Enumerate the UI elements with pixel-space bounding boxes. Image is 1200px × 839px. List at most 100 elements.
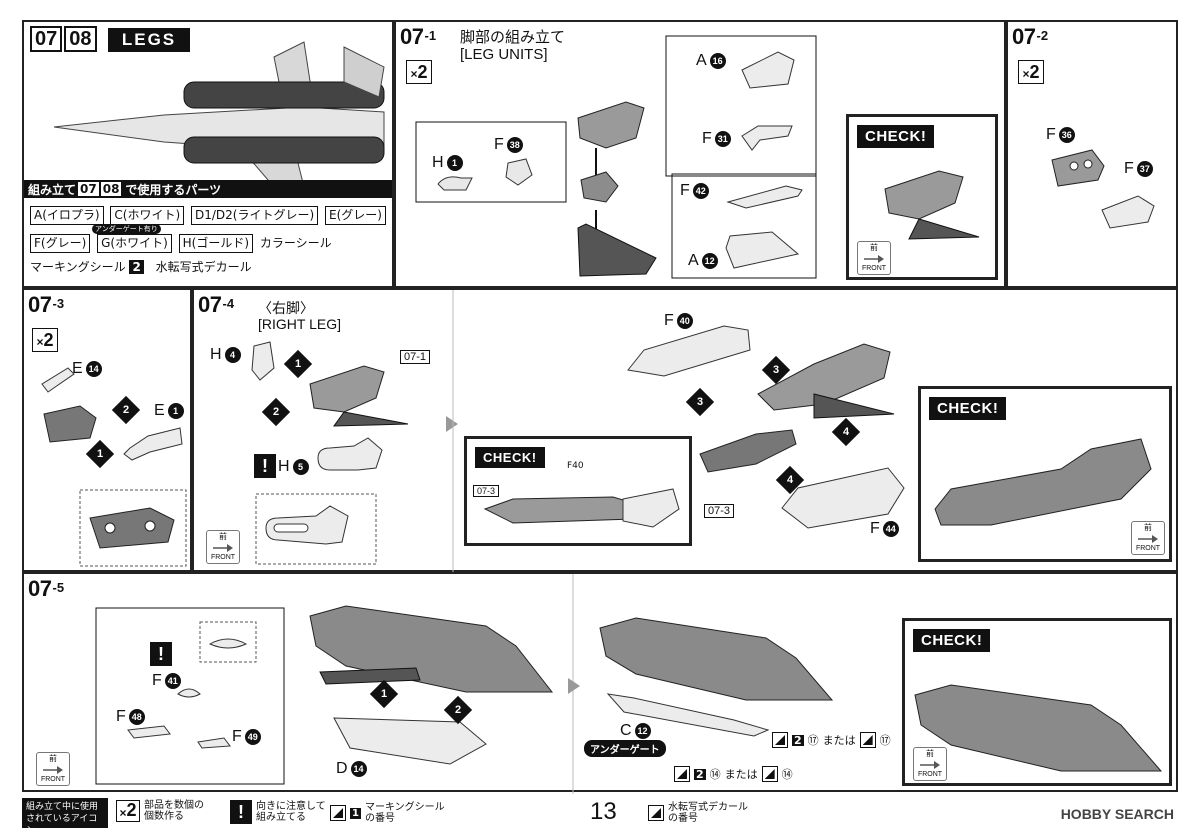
part-f44-shape: [781, 467, 905, 529]
caution-icon: !: [150, 642, 172, 666]
part-f42-shape: [726, 185, 803, 209]
part-runner-e: E(グレー): [324, 206, 386, 225]
frame-h1-f38: [415, 121, 567, 203]
part-f40-shape: [627, 325, 751, 377]
step-arrow-3b: 3: [685, 387, 715, 417]
color-seal-label: カラーシール: [259, 236, 332, 250]
part-h4-shape: [251, 341, 275, 381]
check-label: CHECK!: [913, 629, 991, 652]
part-f36-shape: [1051, 149, 1105, 187]
step-number-07-4: 07 -4: [198, 292, 235, 317]
check-leg-unit-shape: [884, 170, 980, 240]
step-title-jp: 〈右脚〉: [258, 301, 314, 317]
marking-seal-ref-a: 2 ⑰ または ⑰: [772, 732, 891, 748]
parts-used-step-a: 07: [78, 182, 99, 196]
step-main-number: 07: [400, 24, 424, 49]
frame-a16-f31: [665, 35, 817, 177]
part-a12-shape: [725, 231, 800, 269]
part-h5-shape: [317, 437, 383, 471]
check-leg-assembly-shape: [934, 438, 1152, 526]
part-f48-49-strip: [319, 667, 421, 685]
legs-title: LEGS: [108, 28, 190, 52]
undergate-note: アンダーゲート有り: [92, 224, 161, 234]
step-title-en: [RIGHT LEG]: [258, 316, 341, 332]
reference-07-3: 07-3: [704, 504, 735, 518]
quantity-x2-icon: ×2: [32, 328, 58, 352]
detail-frame-f41: [95, 607, 285, 785]
leg-unit-assembly: [577, 101, 657, 277]
marking-icon: [674, 766, 690, 782]
marking-icon: [772, 732, 788, 748]
part-runner-h: H(ゴールド): [178, 234, 253, 253]
detail-frame-dashed: [79, 489, 187, 567]
parts-used-suffix: で使用するパーツ: [125, 182, 222, 197]
panel-legs-header: 07 08 LEGS 組み立て 07 08 で使用するパーツ A(イロプラ) C…: [22, 20, 394, 288]
quantity-x2-icon: ×2: [1018, 60, 1044, 84]
caution-icon: !: [230, 800, 252, 824]
leg-part-07-1-shape: [309, 365, 409, 427]
check-ref-07-3: 07-3: [473, 485, 500, 497]
aircraft-topview-illustration: [53, 41, 385, 188]
part-e1-shape: [123, 427, 183, 461]
decal-icon: [761, 766, 778, 782]
leg-upper-shape: [757, 343, 895, 419]
detail-frame-h5: [255, 493, 377, 565]
leg-assembly-mid-shape: [599, 617, 834, 701]
part-a16-shape: [741, 51, 795, 89]
part-h1-shape: [437, 176, 473, 191]
part-f37-shape: [1101, 195, 1155, 229]
check-box-07-4-inset: CHECK! F40 07-3: [464, 436, 692, 546]
parts-used-prefix: 組み立て: [28, 182, 77, 197]
parts-used-step-b: 08: [100, 182, 122, 196]
next-arrow-icon: [446, 416, 458, 432]
frame-f42-a12: [671, 173, 817, 279]
part-f38-shape: [505, 158, 533, 186]
reference-07-1: 07-1: [400, 350, 431, 364]
marking-seal-label: マーキングシール: [30, 260, 126, 274]
page-number: 13: [590, 798, 617, 825]
step-08-box: 08: [64, 26, 97, 52]
step-07-box: 07: [30, 26, 63, 52]
check-part-f40: F40: [567, 461, 584, 471]
check-label: CHECK!: [857, 125, 935, 148]
part-07-3-shape: [699, 429, 797, 473]
parts-row-3: マーキングシール 2 水転写式デカール: [30, 258, 390, 278]
step-number-07-1: 07 -1: [400, 24, 436, 50]
step-title-en: [LEG UNITS]: [460, 46, 548, 63]
step-number-07-3: 07 -3: [28, 292, 65, 317]
parts-list: A(イロプラ) C(ホワイト) D1/D2(ライトグレー) E(グレー) アンダ…: [30, 206, 390, 278]
part-f49-shape: [197, 737, 231, 749]
legend-title: 組み立て中に使用されているアイコン: [22, 798, 108, 836]
part-c12-shape: [606, 693, 770, 737]
step-number-07-2: 07 -2: [1012, 24, 1049, 49]
legend-decal: 水転写式デカールの番号: [648, 802, 748, 824]
next-arrow-icon: [568, 678, 580, 694]
footer-legend: 組み立て中に使用されているアイコン ×2 部品を数個の個数作る ! 向きに注意し…: [22, 796, 1178, 836]
part-d14-shape: [333, 717, 487, 765]
check-final-leg-shape: [914, 684, 1163, 772]
step-number-07-08: 07 08: [30, 26, 99, 52]
parts-used-bar: 組み立て 07 08 で使用するパーツ: [24, 180, 392, 198]
